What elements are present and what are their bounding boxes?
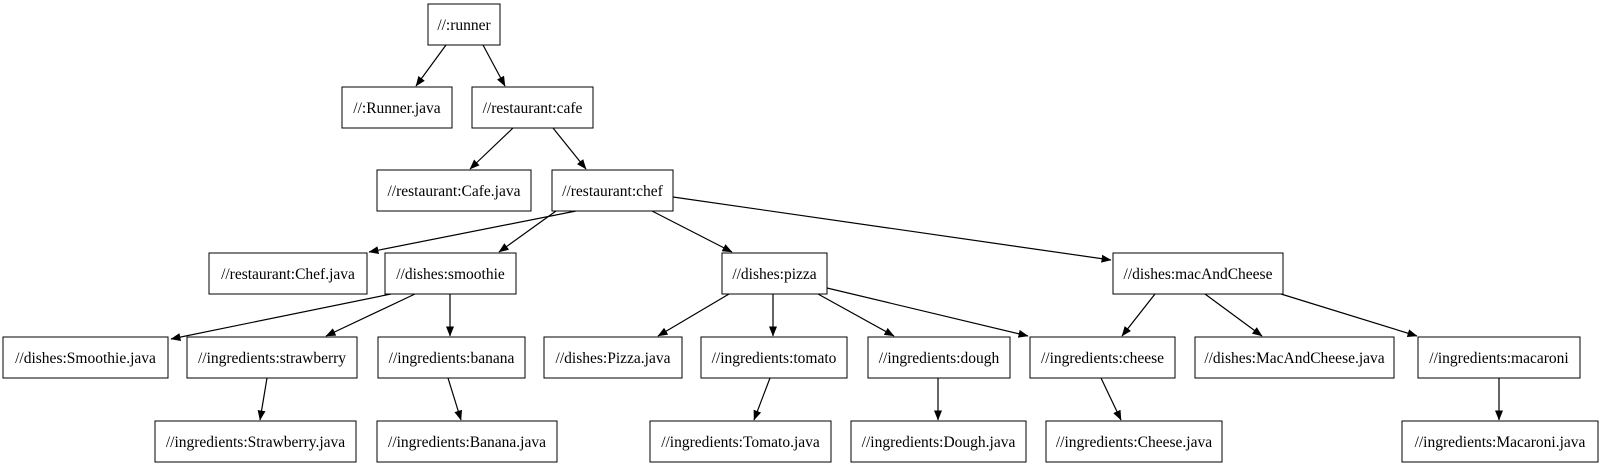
graph-node-runner: //:runner bbox=[427, 3, 501, 46]
graph-node-macandcheese_java: //dishes:MacAndCheese.java bbox=[1194, 336, 1395, 379]
graph-node-label: //restaurant:Chef.java bbox=[221, 266, 355, 283]
graph-node-tomato: //ingredients:tomato bbox=[700, 336, 848, 379]
graph-node-box bbox=[186, 336, 358, 379]
graph-node-pizza: //dishes:pizza bbox=[721, 252, 828, 295]
graph-node-box bbox=[208, 252, 368, 295]
graph-node-box bbox=[721, 252, 828, 295]
graph-node-box bbox=[376, 420, 558, 463]
graph-node-box bbox=[850, 420, 1027, 463]
graph-node-box bbox=[649, 420, 832, 463]
graph-node-label: //ingredients:Macaroni.java bbox=[1415, 434, 1586, 451]
graph-node-box bbox=[1029, 336, 1176, 379]
graph-node-macaroni: //ingredients:macaroni bbox=[1417, 336, 1581, 379]
edge-chef-to-macandcheese bbox=[672, 196, 1112, 263]
edge-macandcheese-to-macaroni bbox=[1280, 293, 1418, 338]
graph-node-box bbox=[377, 336, 526, 379]
edge-chef-to-smoothie bbox=[498, 210, 557, 253]
graph-node-label: //ingredients:cheese bbox=[1041, 350, 1164, 367]
graph-node-strawberry: //ingredients:strawberry bbox=[186, 336, 358, 379]
edge-pizza-to-pizza_java bbox=[657, 293, 730, 337]
graph-node-label: //ingredients:macaroni bbox=[1429, 350, 1569, 367]
edge-pizza-to-dough bbox=[817, 293, 895, 337]
graph-node-box bbox=[1194, 336, 1395, 379]
graph-node-label: //restaurant:cafe bbox=[483, 100, 583, 117]
graph-node-pizza_java: //dishes:Pizza.java bbox=[543, 336, 683, 379]
graph-node-label: //ingredients:Cheese.java bbox=[1056, 434, 1212, 451]
graph-node-label: //ingredients:tomato bbox=[712, 350, 837, 367]
graph-node-label: //restaurant:Cafe.java bbox=[388, 183, 521, 200]
graph-node-box bbox=[154, 420, 357, 463]
edge-smoothie-to-strawberry bbox=[325, 293, 416, 337]
graph-node-label: //ingredients:banana bbox=[389, 350, 515, 367]
edge-chef-to-pizza bbox=[651, 210, 733, 253]
graph-node-tomato_java: //ingredients:Tomato.java bbox=[649, 420, 832, 463]
graph-node-smoothie: //dishes:smoothie bbox=[384, 252, 517, 295]
edge-chef-to-chef_java bbox=[368, 210, 577, 255]
graph-node-runner_java: //:Runner.java bbox=[341, 86, 453, 129]
graph-node-macandcheese: //dishes:macAndCheese bbox=[1112, 252, 1284, 295]
graph-node-smoothie_java: //dishes:Smoothie.java bbox=[2, 336, 169, 379]
graph-node-box bbox=[1112, 252, 1284, 295]
graph-node-label: //restaurant:chef bbox=[562, 183, 664, 200]
graph-node-box bbox=[1417, 336, 1581, 379]
edge-cheese-to-cheese_java bbox=[1100, 377, 1122, 421]
edge-cafe-to-chef bbox=[552, 127, 587, 170]
graph-node-box bbox=[376, 169, 532, 212]
graph-node-cheese_java: //ingredients:Cheese.java bbox=[1045, 420, 1223, 463]
edge-tomato-to-tomato_java bbox=[753, 377, 771, 421]
graph-node-box bbox=[341, 86, 453, 129]
edge-strawberry-to-strawberry_java bbox=[257, 377, 268, 421]
graph-node-label: //ingredients:Dough.java bbox=[862, 434, 1016, 451]
graph-node-label: //ingredients:Tomato.java bbox=[661, 434, 820, 451]
graph-node-box bbox=[543, 336, 683, 379]
graph-node-label: //dishes:macAndCheese bbox=[1124, 266, 1273, 283]
graph-node-cafe: //restaurant:cafe bbox=[471, 86, 594, 129]
edge-cafe-to-cafe_java bbox=[469, 127, 514, 170]
graph-node-banana_java: //ingredients:Banana.java bbox=[376, 420, 558, 463]
graph-node-label: //dishes:Smoothie.java bbox=[15, 350, 156, 367]
edge-macandcheese-to-cheese bbox=[1121, 293, 1156, 337]
graph-node-label: //dishes:smoothie bbox=[396, 266, 505, 283]
graph-node-label: //:runner bbox=[437, 17, 491, 34]
graph-node-label: //:Runner.java bbox=[353, 100, 441, 117]
graph-node-box bbox=[384, 252, 517, 295]
graph-node-box bbox=[2, 336, 169, 379]
graph-node-chef_java: //restaurant:Chef.java bbox=[208, 252, 368, 295]
graph-node-label: //ingredients:Banana.java bbox=[388, 434, 546, 451]
graph-node-box bbox=[700, 336, 848, 379]
graph-node-banana: //ingredients:banana bbox=[377, 336, 526, 379]
edge-runner-to-cafe bbox=[482, 44, 506, 87]
graph-node-label: //dishes:pizza bbox=[732, 266, 816, 283]
nodes-layer: //:runner //:Runner.java //restaurant:cafe… bbox=[2, 3, 1599, 463]
edges-layer bbox=[170, 44, 1503, 421]
graph-node-dough: //ingredients:dough bbox=[867, 336, 1011, 379]
graph-node-box bbox=[471, 86, 594, 129]
graph-node-chef: //restaurant:chef bbox=[551, 169, 674, 212]
graph-node-cheese: //ingredients:cheese bbox=[1029, 336, 1176, 379]
graph-node-label: //ingredients:Strawberry.java bbox=[166, 434, 345, 451]
graph-node-dough_java: //ingredients:Dough.java bbox=[850, 420, 1027, 463]
graph-node-label: //ingredients:dough bbox=[879, 350, 1000, 367]
graph-node-label: //dishes:Pizza.java bbox=[556, 350, 671, 367]
graph-node-label: //ingredients:strawberry bbox=[198, 350, 346, 367]
edge-banana-to-banana_java bbox=[447, 377, 463, 421]
edge-macandcheese-to-macandcheese_java bbox=[1204, 293, 1263, 337]
edge-runner-to-runner_java bbox=[415, 44, 447, 87]
graph-node-cafe_java: //restaurant:Cafe.java bbox=[376, 169, 532, 212]
graph-node-box bbox=[551, 169, 674, 212]
graph-node-box bbox=[1045, 420, 1223, 463]
graph-node-strawberry_java: //ingredients:Strawberry.java bbox=[154, 420, 357, 463]
graph-node-label: //dishes:MacAndCheese.java bbox=[1204, 350, 1384, 367]
graph-node-box bbox=[427, 3, 501, 46]
edge-smoothie-to-smoothie_java bbox=[170, 293, 392, 342]
edge-pizza-to-cheese bbox=[826, 287, 1029, 338]
graph-node-box bbox=[1401, 420, 1599, 463]
graph-node-macaroni_java: //ingredients:Macaroni.java bbox=[1401, 420, 1599, 463]
graph-node-box bbox=[867, 336, 1011, 379]
